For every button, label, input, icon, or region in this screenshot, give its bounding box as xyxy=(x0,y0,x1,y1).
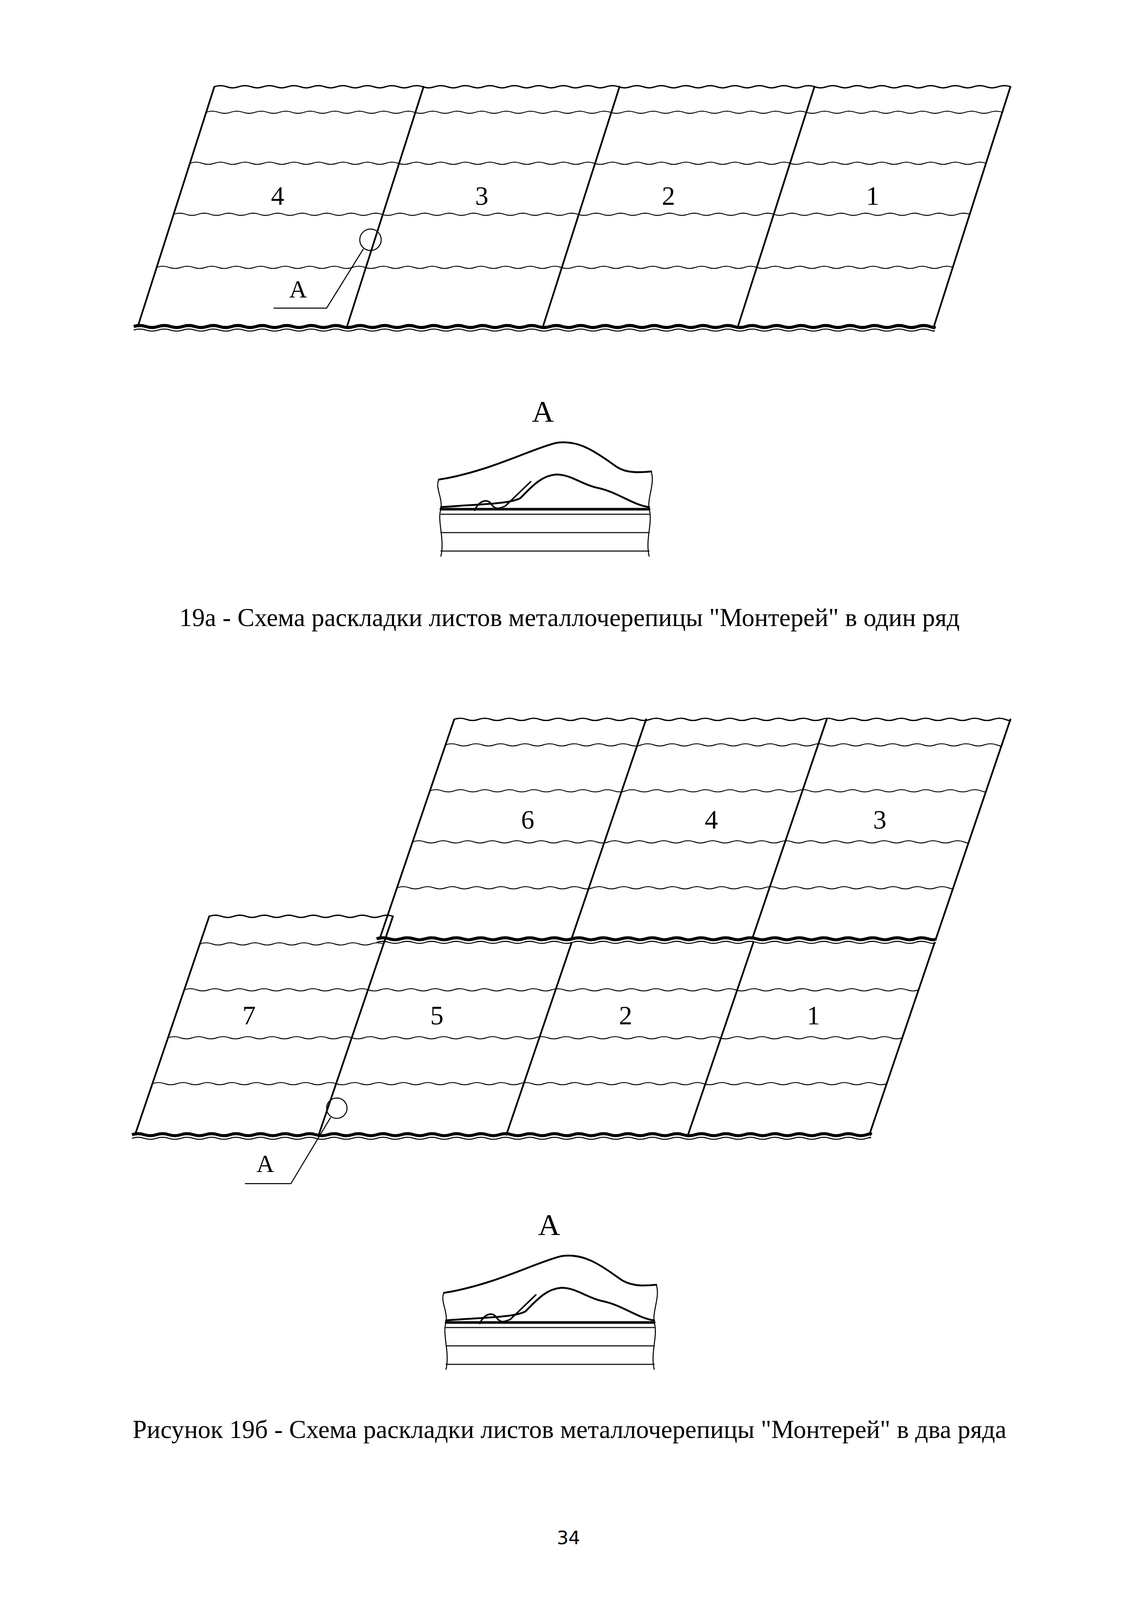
tile-wave xyxy=(209,915,393,918)
sheet-number: 2 xyxy=(618,1001,633,1031)
callout-circle xyxy=(326,1098,348,1119)
tile-wave xyxy=(173,213,970,216)
figure-caption: 19а - Схема раскладки листов металлочере… xyxy=(179,603,960,632)
sheet-number: 3 xyxy=(873,804,887,835)
profile-line xyxy=(443,1255,657,1294)
tile-wave xyxy=(454,718,1011,721)
eave-edge xyxy=(131,1137,871,1140)
sheet-edge xyxy=(137,86,215,327)
sheet-edge xyxy=(506,943,572,1135)
profile-line xyxy=(479,1295,537,1324)
profile-line xyxy=(442,1293,447,1324)
sheet-edge xyxy=(347,86,424,327)
eave-edge xyxy=(376,941,936,944)
profile-line xyxy=(446,1363,655,1365)
tile-wave xyxy=(445,744,1003,747)
profile-line xyxy=(444,1322,448,1370)
profile-line xyxy=(474,481,531,511)
profile-line xyxy=(439,509,443,556)
detail-a-section xyxy=(437,442,653,557)
tile-wave xyxy=(199,943,384,946)
detail-a-section xyxy=(442,1255,658,1370)
profile-line xyxy=(648,471,653,510)
eave-edge xyxy=(131,1133,871,1137)
profile-line xyxy=(654,1284,658,1323)
sheet-number: 3 xyxy=(474,181,488,211)
figure-caption: Рисунок 19б - Схема раскладки листов мет… xyxy=(128,1413,1011,1447)
sheet-number: 4 xyxy=(704,804,719,835)
profile-line xyxy=(440,514,650,515)
sheet-number: 6 xyxy=(520,804,534,835)
profile-line xyxy=(446,1287,655,1321)
sheet-edge xyxy=(688,943,754,1135)
sheet-edge xyxy=(934,86,1011,327)
profile-line xyxy=(440,550,650,552)
sheet-edge xyxy=(869,943,935,1135)
callout-letter: А xyxy=(289,276,307,304)
profile-line xyxy=(653,1322,656,1370)
profile-line xyxy=(446,1321,655,1324)
page-number: 34 xyxy=(556,1527,581,1549)
profile-line xyxy=(438,442,652,480)
sheet-edge xyxy=(379,719,455,939)
eave-edge xyxy=(133,329,935,332)
callout-circle xyxy=(359,229,382,251)
profile-line xyxy=(440,532,650,533)
tile-wave xyxy=(397,886,954,890)
leader-line xyxy=(244,1117,331,1184)
sheet-edge xyxy=(135,916,210,1135)
callout-letter: А xyxy=(256,1151,275,1179)
tile-wave xyxy=(206,111,1003,114)
eave-edge xyxy=(376,938,936,941)
tile-wave xyxy=(167,1036,903,1039)
sheet-edge xyxy=(542,86,620,327)
profile-line xyxy=(437,479,442,510)
detail-title: А xyxy=(537,1207,560,1242)
profile-line xyxy=(647,509,651,556)
profile-line xyxy=(440,508,650,511)
sheet-number: 5 xyxy=(430,1001,444,1031)
sheet-number: 1 xyxy=(806,1001,820,1031)
sheet-number: 2 xyxy=(661,181,675,211)
tile-wave xyxy=(156,266,953,269)
sheet-number: 1 xyxy=(866,181,880,211)
tile-wave xyxy=(184,988,919,992)
leader-line xyxy=(273,248,364,308)
sheet-edge xyxy=(571,719,647,939)
sheet-number: 7 xyxy=(242,1001,256,1031)
profile-line xyxy=(440,474,650,508)
sheet-edge xyxy=(737,86,815,327)
profile-line xyxy=(446,1327,655,1329)
tile-wave xyxy=(429,790,987,793)
eave-edge xyxy=(133,325,935,328)
detail-title: А xyxy=(532,394,555,429)
tile-wave xyxy=(152,1082,887,1085)
sheet-number: 4 xyxy=(270,181,285,211)
sheet-edge xyxy=(318,916,393,1135)
sheet-edge xyxy=(752,719,827,939)
profile-line xyxy=(446,1345,655,1347)
sheet-edge xyxy=(935,719,1011,939)
tile-wave xyxy=(189,162,986,165)
tile-wave xyxy=(214,85,1011,88)
tile-wave xyxy=(412,840,970,844)
